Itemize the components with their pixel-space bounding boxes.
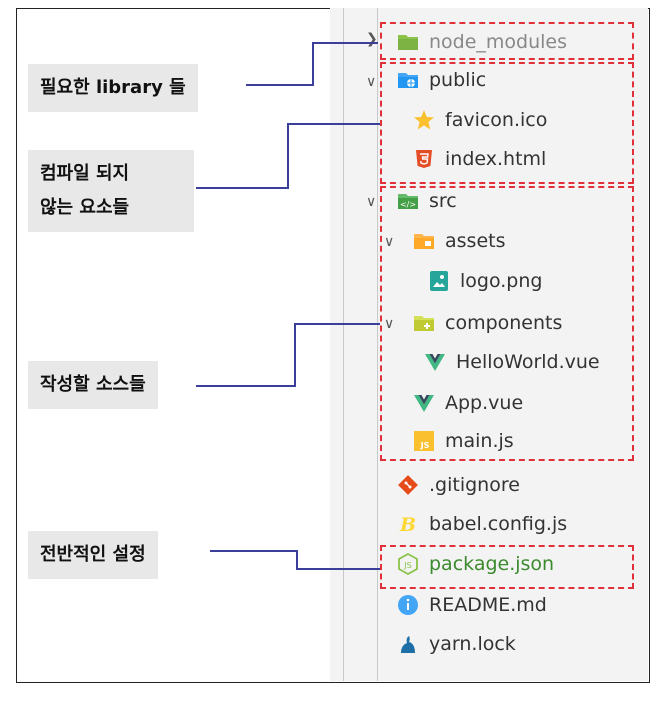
callout-sources: 작성할 소스들 — [28, 361, 158, 409]
connector-line — [312, 42, 378, 44]
file-explorer-panel — [330, 8, 648, 681]
tree-item-label: HelloWorld.vue — [456, 351, 600, 373]
tree-item-babel-config[interactable]: B babel.config.js — [397, 507, 567, 541]
svg-text:B: B — [399, 514, 416, 535]
connector-line — [196, 385, 296, 387]
connector-line — [296, 550, 298, 570]
tree-item-label: node_modules — [429, 31, 568, 53]
tree-item-assets[interactable]: assets — [413, 224, 505, 258]
tree-item-components[interactable]: components — [413, 306, 562, 340]
callout-uncompiled: 컴파일 되지 않는 요소들 — [28, 150, 194, 232]
tree-item-logo[interactable]: logo.png — [428, 264, 542, 298]
callout-text: 않는 요소들 — [40, 197, 130, 218]
tree-item-node-modules[interactable]: node_modules — [397, 25, 567, 59]
folder-src-icon: </> — [397, 190, 419, 212]
tree-item-app-vue[interactable]: App.vue — [413, 386, 523, 420]
tree-item-hello-world[interactable]: HelloWorld.vue — [424, 345, 600, 379]
svg-text:</>: </> — [400, 200, 416, 209]
tree-item-index-html[interactable]: index.html — [413, 142, 546, 176]
tree-item-readme[interactable]: README.md — [397, 588, 547, 622]
connector-line — [287, 123, 289, 189]
image-file-icon — [428, 270, 450, 292]
callout-text: 전반적인 설정 — [40, 544, 146, 565]
js-icon: JS — [413, 430, 435, 452]
connector-line — [294, 323, 380, 325]
svg-text:JS: JS — [403, 561, 411, 570]
tree-item-label: index.html — [445, 148, 547, 170]
tree-item-label: components — [445, 312, 563, 334]
tree-item-label: README.md — [429, 594, 547, 616]
star-icon — [413, 109, 435, 131]
tree-item-label: yarn.lock — [429, 633, 516, 655]
tree-item-package-json[interactable]: JS package.json — [397, 547, 554, 581]
chevron-down-icon[interactable]: ∨ — [384, 234, 395, 250]
highlight-box-public — [380, 62, 634, 184]
chevron-down-icon[interactable]: ∨ — [366, 74, 377, 90]
folder-public-icon — [397, 69, 419, 91]
tree-item-src[interactable]: </> src — [397, 184, 457, 218]
highlight-box-node-modules — [380, 22, 634, 60]
info-icon — [397, 594, 419, 616]
tree-item-label: favicon.ico — [445, 109, 548, 131]
connector-line — [287, 123, 380, 125]
chevron-down-icon[interactable]: ∨ — [366, 194, 377, 210]
connector-line — [312, 42, 314, 86]
folder-node-icon — [397, 31, 419, 53]
connector-line — [196, 187, 289, 189]
tree-item-main-js[interactable]: JS main.js — [413, 424, 514, 458]
tree-item-label: package.json — [429, 553, 555, 575]
tree-item-label: src — [429, 190, 457, 212]
indent-guide — [343, 8, 344, 681]
indent-guide — [377, 8, 378, 681]
chevron-right-icon[interactable]: ❯ — [366, 31, 378, 47]
callout-settings: 전반적인 설정 — [28, 531, 158, 579]
callout-text: 컴파일 되지 — [40, 163, 130, 184]
connector-line — [294, 323, 296, 387]
connector-line — [210, 550, 298, 552]
tree-item-yarn-lock[interactable]: yarn.lock — [397, 627, 516, 661]
callout-text: 필요한 library 들 — [40, 77, 186, 98]
tree-item-label: babel.config.js — [429, 513, 568, 535]
folder-assets-icon — [413, 230, 435, 252]
svg-text:JS: JS — [420, 441, 430, 450]
folder-components-icon — [413, 312, 435, 334]
babel-icon: B — [397, 513, 419, 536]
tree-item-label: main.js — [445, 430, 514, 452]
tree-item-label: assets — [445, 230, 506, 252]
html5-icon — [413, 148, 435, 170]
tree-item-label: public — [429, 69, 487, 91]
tree-item-public[interactable]: public — [397, 63, 486, 97]
highlight-box-src — [380, 186, 634, 461]
tree-item-label: logo.png — [460, 270, 543, 292]
tree-item-label: App.vue — [445, 392, 524, 414]
yarn-icon — [397, 633, 419, 655]
callout-text: 작성할 소스들 — [40, 374, 146, 395]
chevron-down-icon[interactable]: ∨ — [384, 316, 395, 332]
highlight-box-package-json — [380, 545, 634, 589]
tree-item-favicon[interactable]: favicon.ico — [413, 103, 547, 137]
tree-item-label: .gitignore — [429, 474, 520, 496]
git-icon — [397, 474, 419, 496]
vue-icon — [424, 351, 446, 373]
callout-libraries: 필요한 library 들 — [28, 64, 198, 112]
connector-line — [246, 84, 314, 86]
connector-line — [296, 568, 380, 570]
tree-item-gitignore[interactable]: .gitignore — [397, 468, 520, 502]
vue-icon — [413, 392, 435, 414]
nodejs-icon: JS — [397, 552, 419, 576]
